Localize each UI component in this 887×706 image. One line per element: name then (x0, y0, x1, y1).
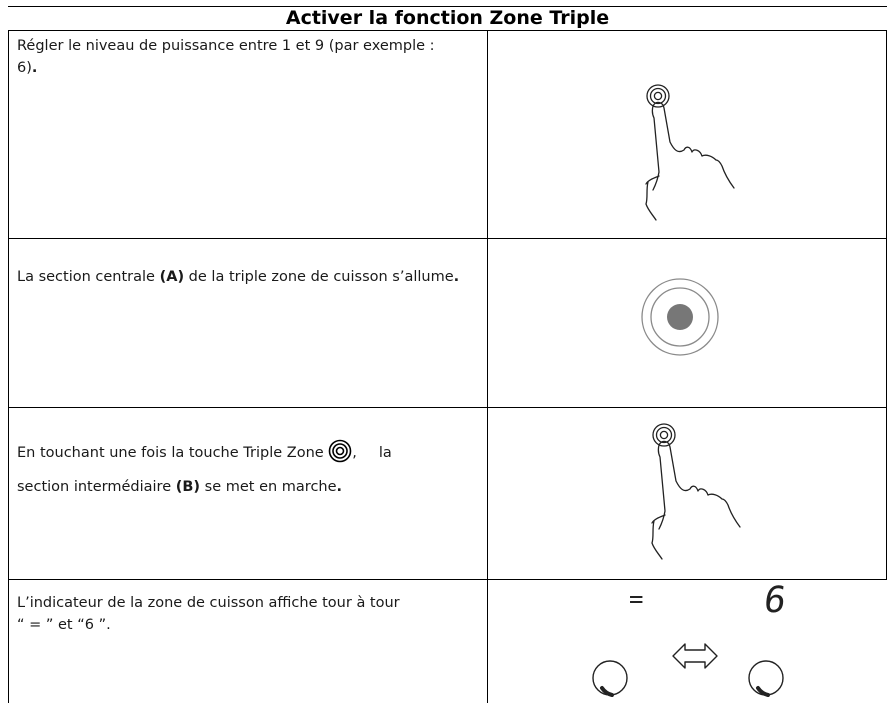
row-4-text: L’indicateur de la zone de cuisson affic… (17, 595, 400, 633)
double-arrow-icon (672, 643, 718, 669)
table-title: Activer la fonction Zone Triple (8, 6, 887, 31)
display-right-digit: 6 (761, 580, 789, 621)
row-divider-1 (8, 238, 887, 239)
row-3-text: En touchant une fois la touche Triple Zo… (17, 436, 487, 504)
page-title: Activer la fonction Zone Triple (285, 7, 610, 29)
finger-outline (645, 101, 735, 221)
finger-outline (651, 440, 741, 560)
display-alternation-graphic (592, 643, 784, 697)
display-left-digit: = (629, 585, 644, 613)
row-2-text: La section centrale (A) de la triple zon… (17, 269, 460, 285)
center-zone-lit (667, 304, 693, 330)
zone-indicator-left (592, 660, 628, 696)
outer-zone-ring (641, 278, 719, 356)
triple-zone-diagram (641, 278, 719, 356)
row-divider-2 (8, 407, 887, 408)
row-1-text: Régler le niveau de puissance entre 1 et… (17, 38, 435, 76)
table-column-divider (487, 31, 488, 703)
row-divider-3 (8, 579, 887, 580)
table-left-border (8, 31, 9, 703)
zone-indicator-right (748, 660, 784, 696)
finger-press-illustration-2 (651, 423, 741, 560)
middle-zone-ring (650, 287, 710, 347)
triple-zone-key-icon (652, 423, 676, 447)
triple-zone-key-icon (328, 439, 352, 463)
triple-zone-key-icon (646, 84, 670, 108)
finger-press-illustration (645, 84, 735, 221)
